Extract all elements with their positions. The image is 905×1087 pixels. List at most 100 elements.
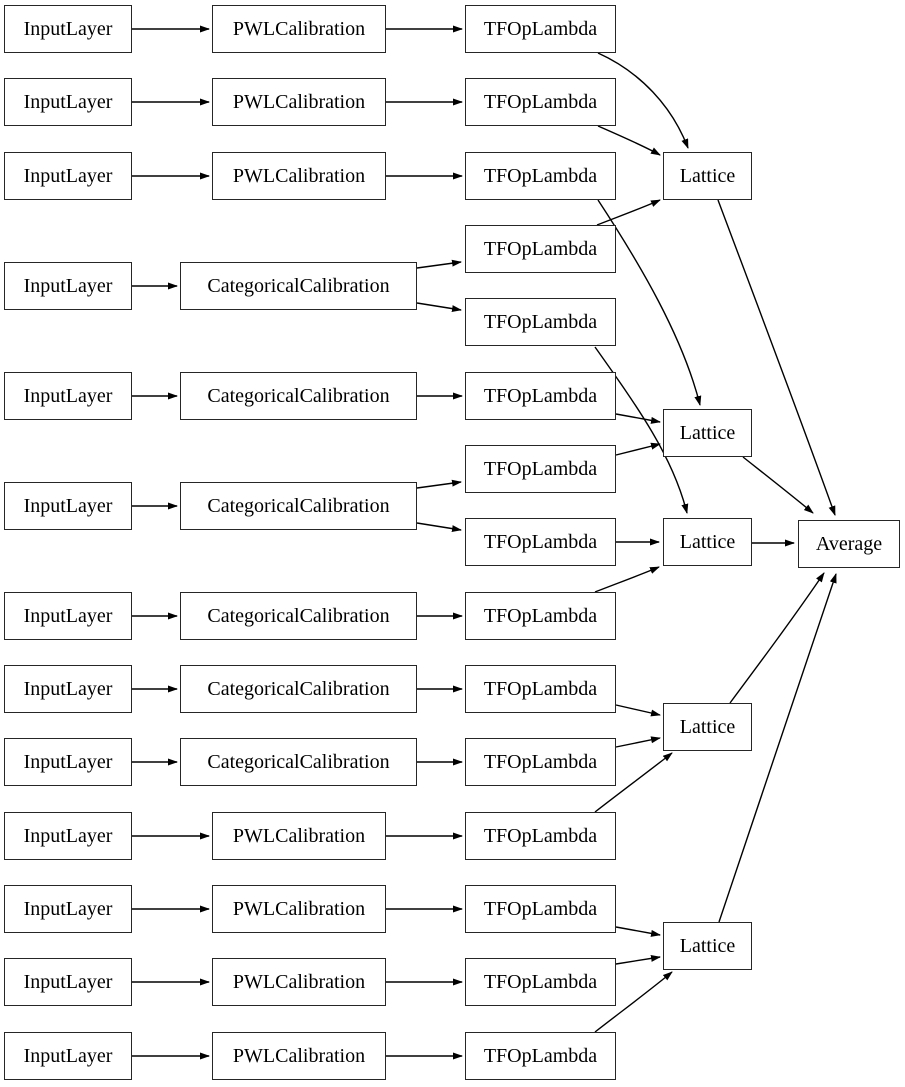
node-label: PWLCalibration <box>232 1045 366 1067</box>
node-label: PWLCalibration <box>232 165 366 187</box>
node-label: TFOpLambda <box>483 751 598 773</box>
node-p5-pwlcalibration: PWLCalibration <box>212 885 386 933</box>
node-label: InputLayer <box>23 751 113 773</box>
edge-t2-to-l1 <box>597 125 661 156</box>
node-label: TFOpLambda <box>483 165 598 187</box>
node-p3-pwlcalibration: PWLCalibration <box>212 152 386 200</box>
node-t15-tfoplambda: TFOpLambda <box>465 1032 616 1080</box>
node-t12-tfoplambda: TFOpLambda <box>465 812 616 860</box>
node-label: TFOpLambda <box>483 605 598 627</box>
node-t3-tfoplambda: TFOpLambda <box>465 152 616 200</box>
node-c5-categoricalcalibration: CategoricalCalibration <box>180 665 417 713</box>
node-label: TFOpLambda <box>483 825 598 847</box>
node-t2-tfoplambda: TFOpLambda <box>465 78 616 126</box>
node-label: TFOpLambda <box>483 385 598 407</box>
node-label: Lattice <box>679 165 736 187</box>
node-t4-tfoplambda: TFOpLambda <box>465 225 616 273</box>
node-l1-lattice: Lattice <box>663 152 752 200</box>
node-label: CategoricalCalibration <box>207 275 390 297</box>
edge-l4-to-avg <box>729 572 825 704</box>
node-label: InputLayer <box>23 678 113 700</box>
node-i6-inputlayer: InputLayer <box>4 482 132 530</box>
node-label: TFOpLambda <box>483 311 598 333</box>
node-label: Lattice <box>679 716 736 738</box>
node-p4-pwlcalibration: PWLCalibration <box>212 812 386 860</box>
node-label: InputLayer <box>23 825 113 847</box>
node-c6-categoricalcalibration: CategoricalCalibration <box>180 738 417 786</box>
node-i11-inputlayer: InputLayer <box>4 885 132 933</box>
node-label: CategoricalCalibration <box>207 385 390 407</box>
node-c4-categoricalcalibration: CategoricalCalibration <box>180 592 417 640</box>
node-label: PWLCalibration <box>232 18 366 40</box>
node-c1-categoricalcalibration: CategoricalCalibration <box>180 262 417 310</box>
edge-t6-to-l2 <box>615 413 661 424</box>
node-t11-tfoplambda: TFOpLambda <box>465 738 616 786</box>
node-label: CategoricalCalibration <box>207 751 390 773</box>
node-label: Lattice <box>679 422 736 444</box>
node-t13-tfoplambda: TFOpLambda <box>465 885 616 933</box>
node-i2-inputlayer: InputLayer <box>4 78 132 126</box>
edge-t10-to-l4 <box>615 704 661 717</box>
node-t10-tfoplambda: TFOpLambda <box>465 665 616 713</box>
node-label: TFOpLambda <box>483 531 598 553</box>
edge-t14-to-l5 <box>615 954 661 965</box>
node-t5-tfoplambda: TFOpLambda <box>465 298 616 346</box>
node-c2-categoricalcalibration: CategoricalCalibration <box>180 372 417 420</box>
node-p2-pwlcalibration: PWLCalibration <box>212 78 386 126</box>
edge-c1-to-t4 <box>416 259 462 269</box>
node-t8-tfoplambda: TFOpLambda <box>465 518 616 566</box>
node-i8-inputlayer: InputLayer <box>4 665 132 713</box>
node-label: PWLCalibration <box>232 825 366 847</box>
node-label: TFOpLambda <box>483 1045 598 1067</box>
node-t7-tfoplambda: TFOpLambda <box>465 445 616 493</box>
edge-l1-to-avg <box>717 199 836 516</box>
node-i10-inputlayer: InputLayer <box>4 812 132 860</box>
node-label: TFOpLambda <box>483 898 598 920</box>
node-label: InputLayer <box>23 605 113 627</box>
edge-t13-to-l5 <box>615 926 661 937</box>
node-label: CategoricalCalibration <box>207 605 390 627</box>
node-label: InputLayer <box>23 495 113 517</box>
node-label: InputLayer <box>23 275 113 297</box>
edge-t9-to-l3 <box>594 566 660 593</box>
node-l2-lattice: Lattice <box>663 409 752 457</box>
node-label: PWLCalibration <box>232 971 366 993</box>
edge-l2-to-avg <box>742 456 814 514</box>
node-label: Lattice <box>679 935 736 957</box>
node-i12-inputlayer: InputLayer <box>4 958 132 1006</box>
node-i9-inputlayer: InputLayer <box>4 738 132 786</box>
node-label: CategoricalCalibration <box>207 495 390 517</box>
node-i1-inputlayer: InputLayer <box>4 5 132 53</box>
node-l4-lattice: Lattice <box>663 703 752 751</box>
node-i13-inputlayer: InputLayer <box>4 1032 132 1080</box>
node-label: TFOpLambda <box>483 678 598 700</box>
edge-c1-to-t5 <box>416 302 462 313</box>
node-i4-inputlayer: InputLayer <box>4 262 132 310</box>
node-l3-lattice: Lattice <box>663 518 752 566</box>
node-t9-tfoplambda: TFOpLambda <box>465 592 616 640</box>
node-label: PWLCalibration <box>232 898 366 920</box>
edge-t4-to-l1 <box>596 199 661 226</box>
node-label: InputLayer <box>23 1045 113 1067</box>
node-i7-inputlayer: InputLayer <box>4 592 132 640</box>
node-label: TFOpLambda <box>483 238 598 260</box>
node-t1-tfoplambda: TFOpLambda <box>465 5 616 53</box>
node-t6-tfoplambda: TFOpLambda <box>465 372 616 420</box>
node-label: InputLayer <box>23 898 113 920</box>
node-i5-inputlayer: InputLayer <box>4 372 132 420</box>
node-label: CategoricalCalibration <box>207 678 390 700</box>
node-label: TFOpLambda <box>483 91 598 113</box>
node-label: InputLayer <box>23 91 113 113</box>
edge-t7-to-l2 <box>615 442 661 456</box>
node-label: TFOpLambda <box>483 971 598 993</box>
edge-t11-to-l4 <box>615 736 661 748</box>
edge-c3-to-t8 <box>416 522 462 533</box>
node-label: PWLCalibration <box>232 91 366 113</box>
node-label: Lattice <box>679 531 736 553</box>
node-label: InputLayer <box>23 971 113 993</box>
node-label: TFOpLambda <box>483 458 598 480</box>
node-l5-lattice: Lattice <box>663 922 752 970</box>
node-t14-tfoplambda: TFOpLambda <box>465 958 616 1006</box>
